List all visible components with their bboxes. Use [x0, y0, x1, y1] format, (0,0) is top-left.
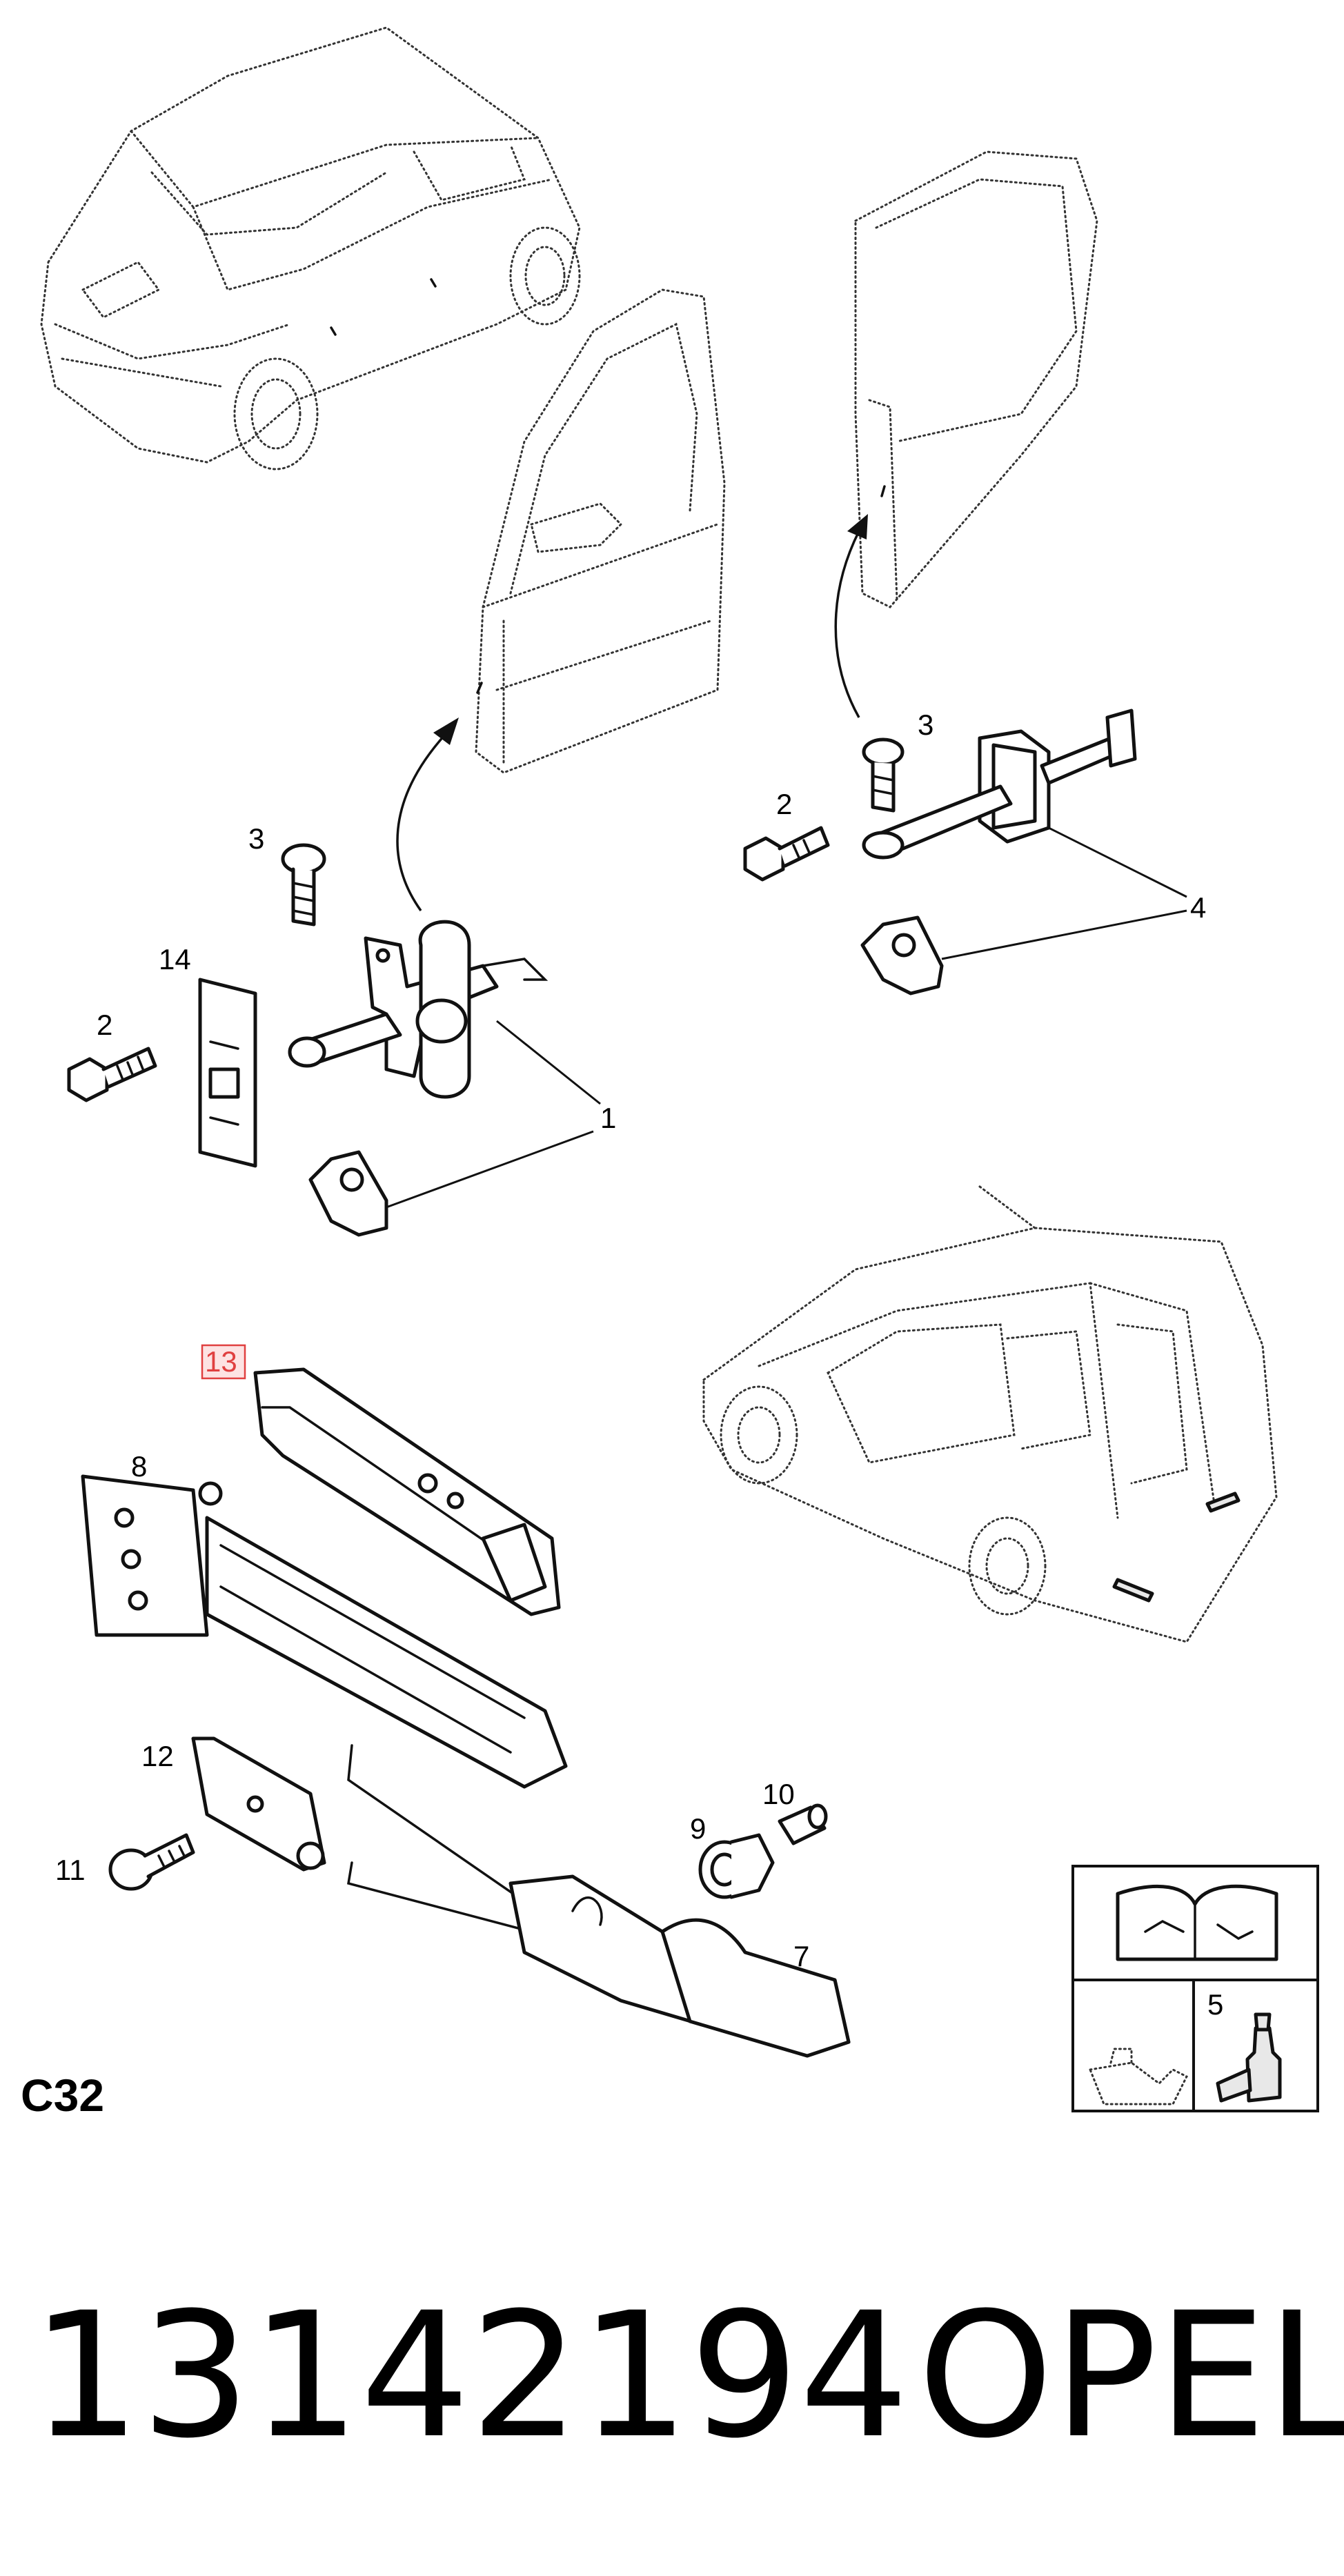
callout-3-front: 3 — [248, 822, 264, 855]
oil-can-icon — [1088, 2048, 1189, 2106]
bracket-part-12 — [191, 1736, 326, 1872]
lever-part-7 — [347, 1744, 851, 2058]
section-code: C32 — [21, 2070, 104, 2121]
rear-door-illustration — [854, 150, 1098, 608]
sleeve-part-10 — [778, 1803, 828, 1845]
hinge-part-8 — [81, 1474, 568, 1789]
callout-14: 14 — [159, 943, 191, 975]
callout-1: 1 — [600, 1102, 616, 1134]
callout-4: 4 — [1190, 891, 1206, 924]
rear-door-arrowhead — [847, 514, 868, 539]
bushing-part-9 — [698, 1833, 775, 1899]
callout-2-rear: 2 — [776, 788, 792, 820]
callout-5: 5 — [1207, 1988, 1223, 2021]
front-door-arrowhead — [433, 717, 459, 745]
rear-check-bracket-part — [860, 915, 944, 995]
rear-van-illustration — [702, 1185, 1278, 1643]
screw-part-3-front — [281, 843, 326, 927]
rear-door-arrow — [834, 531, 860, 718]
rear-door-check-part — [862, 709, 1137, 860]
front-door-check-part — [288, 920, 549, 1099]
front-door-arrow — [396, 733, 446, 912]
brand-name: OPEL — [918, 2275, 1344, 2476]
lubricant-bottle-icon — [1216, 2012, 1282, 2103]
callout-8: 8 — [131, 1450, 147, 1483]
callout-2-front: 2 — [97, 1009, 112, 1041]
callout-11: 11 — [55, 1854, 86, 1886]
callout-3-rear: 3 — [918, 709, 933, 741]
bolt-part-2-front — [67, 1047, 157, 1102]
front-check-bracket-part — [308, 1150, 388, 1237]
callout-13-highlight — [201, 1344, 246, 1380]
callout-10: 10 — [762, 1778, 795, 1810]
front-door-illustration — [475, 288, 726, 774]
repair-manual-icon — [1116, 1884, 1278, 1961]
callout-7: 7 — [793, 1940, 809, 1972]
callout-13: 13 — [205, 1345, 237, 1378]
plate-part-14 — [198, 978, 257, 1168]
part-number: 13142194 — [31, 2275, 909, 2476]
front-car-illustration — [40, 26, 581, 470]
bolt-part-2-rear — [743, 826, 830, 882]
screw-part-3-rear — [862, 737, 905, 813]
bolt-part-11 — [108, 1833, 195, 1891]
callout-9: 9 — [690, 1812, 706, 1845]
leader-lines — [386, 826, 1187, 1209]
callout-12: 12 — [141, 1740, 174, 1772]
hinge-cover-part-13 — [253, 1367, 561, 1616]
